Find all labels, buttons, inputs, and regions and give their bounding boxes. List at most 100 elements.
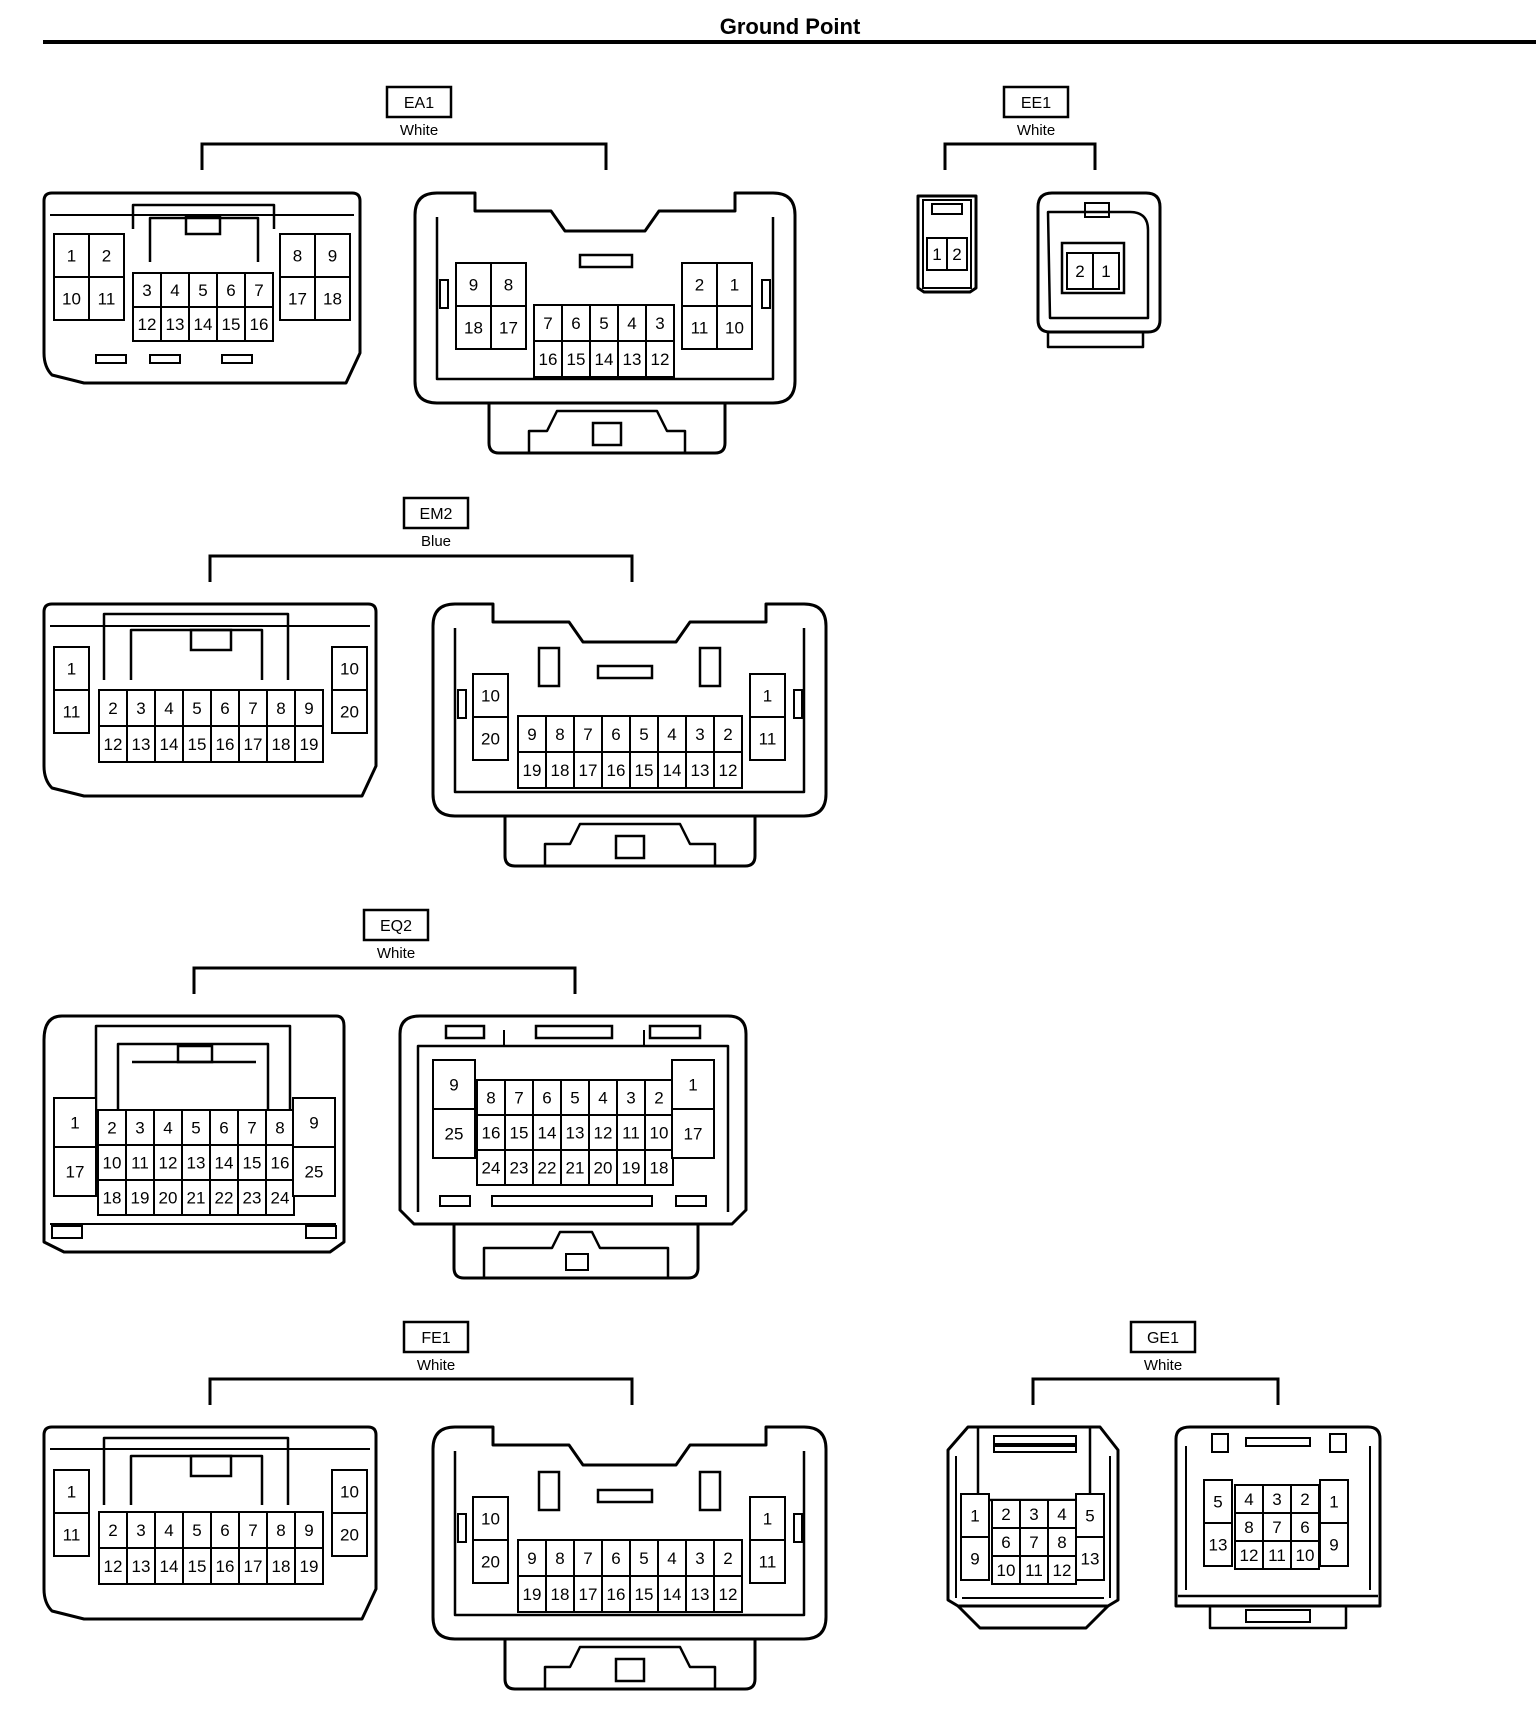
pin-number: 8 xyxy=(1244,1518,1253,1537)
pin-number: 9 xyxy=(970,1550,979,1569)
page-title: Ground Point xyxy=(720,14,861,39)
connector-color: White xyxy=(400,122,438,139)
pin-number: 4 xyxy=(164,699,173,718)
pin-number: 4 xyxy=(667,725,676,744)
pin-number: 11 xyxy=(691,319,709,338)
pin-cell xyxy=(472,1539,509,1584)
pin-number: 7 xyxy=(1272,1518,1281,1537)
pin-cell xyxy=(265,1179,295,1216)
pin-number: 3 xyxy=(626,1089,635,1108)
housing-detail xyxy=(95,354,127,364)
pin-number: 8 xyxy=(555,1549,564,1568)
pin-cell xyxy=(472,673,509,718)
connector-color: White xyxy=(377,945,415,962)
housing-detail xyxy=(1245,1609,1311,1623)
pin-number: 17 xyxy=(244,1557,263,1576)
pin-number: 9 xyxy=(469,276,478,295)
housing-outline xyxy=(916,194,978,294)
housing-outline xyxy=(129,628,264,680)
pin-cell xyxy=(472,716,509,761)
pin-cell xyxy=(601,1539,631,1577)
pin-cell xyxy=(1262,1512,1292,1542)
pin-cell xyxy=(1203,1522,1233,1567)
housing-outline xyxy=(398,1014,748,1226)
pin-number: 3 xyxy=(695,725,704,744)
housing-outline xyxy=(42,602,378,798)
pin-number: 11 xyxy=(759,730,777,749)
housing-outline xyxy=(482,1230,670,1278)
housing-detail xyxy=(439,279,449,309)
pin-number: 6 xyxy=(611,725,620,744)
pin-number: 2 xyxy=(102,247,111,266)
pin-cell xyxy=(181,1109,211,1146)
pin-cell xyxy=(629,751,659,789)
pin-number: 10 xyxy=(650,1124,669,1143)
pin-number: 14 xyxy=(538,1124,557,1143)
connector-tag-box xyxy=(362,908,430,942)
housing-outline xyxy=(955,1456,1111,1598)
pin-number: 16 xyxy=(216,735,235,754)
pin-number: 10 xyxy=(481,687,500,706)
pin-cell xyxy=(314,276,351,321)
connector-color: White xyxy=(417,1357,455,1374)
pin-number: 4 xyxy=(598,1089,607,1108)
housing-outline xyxy=(1174,1425,1382,1608)
pin-cell xyxy=(1047,1555,1077,1585)
housing-detail xyxy=(1211,1433,1229,1453)
pin-number: 25 xyxy=(445,1125,464,1144)
pin-number: 5 xyxy=(570,1089,579,1108)
housing-outline xyxy=(416,1044,730,1212)
pin-number: 15 xyxy=(243,1154,262,1173)
pin-cell xyxy=(601,751,631,789)
pin-number: 14 xyxy=(663,761,682,780)
pin-number: 13 xyxy=(623,350,642,369)
housing-outline xyxy=(102,612,290,680)
pin-number: 2 xyxy=(952,245,961,264)
pin-number: 11 xyxy=(131,1154,149,1173)
pin-number: 17 xyxy=(66,1163,85,1182)
pin-cell xyxy=(1019,1555,1049,1585)
pin-number: 1 xyxy=(730,276,739,295)
pin-number: 9 xyxy=(1329,1536,1338,1555)
pin-cell xyxy=(314,233,351,278)
pin-number: 18 xyxy=(464,319,483,338)
pin-cell xyxy=(126,725,156,763)
pin-number: 20 xyxy=(340,703,359,722)
pin-number: 8 xyxy=(276,1521,285,1540)
view-bracket xyxy=(192,966,577,994)
housing-detail xyxy=(1060,241,1126,295)
pin-number: 11 xyxy=(622,1124,640,1143)
pin-number: 2 xyxy=(108,699,117,718)
housing-outline xyxy=(487,403,727,455)
pin-cell xyxy=(210,725,240,763)
pin-number: 10 xyxy=(725,319,744,338)
housing-detail xyxy=(993,1445,1077,1453)
housing-detail xyxy=(993,1435,1077,1445)
pin-number: 20 xyxy=(594,1159,613,1178)
pin-number: 11 xyxy=(1268,1546,1286,1565)
pin-cell xyxy=(476,1079,506,1116)
housing-outline xyxy=(503,1639,757,1691)
pin-number: 2 xyxy=(1300,1490,1309,1509)
connector-color: White xyxy=(1017,122,1055,139)
pin-number: 3 xyxy=(655,314,664,333)
pin-cell xyxy=(331,646,368,691)
pin-number: 3 xyxy=(142,281,151,300)
housing-detail xyxy=(444,1024,486,1040)
housing-outline xyxy=(94,1024,292,1110)
pin-number: 11 xyxy=(63,703,81,722)
housing-detail xyxy=(1084,202,1110,218)
pin-number: 13 xyxy=(132,1557,151,1576)
pin-cell xyxy=(182,1511,212,1549)
pin-number: 9 xyxy=(309,1114,318,1133)
pin-cell xyxy=(1092,252,1120,290)
pin-number: 2 xyxy=(695,276,704,295)
pin-cell xyxy=(490,262,527,307)
pin-cell xyxy=(97,1179,127,1216)
pin-number: 25 xyxy=(305,1163,324,1182)
